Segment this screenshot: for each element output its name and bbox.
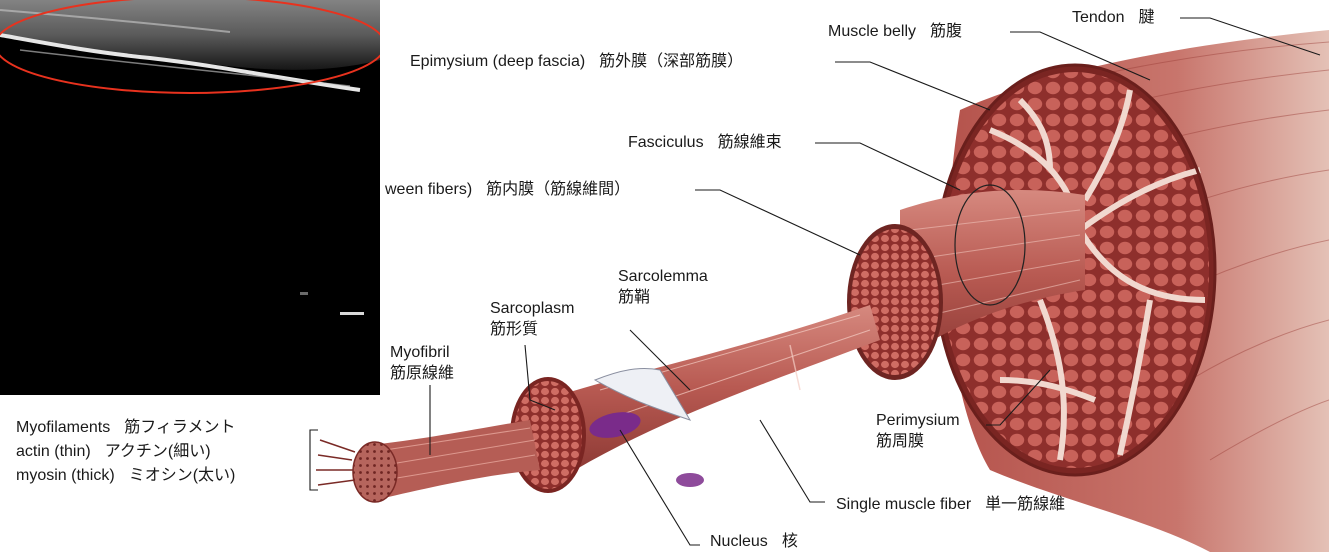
myofibril-cross-section	[353, 442, 397, 502]
label-tendon-jp: 腱	[1139, 9, 1155, 26]
label-epimysium: Epimysium (deep fascia) 筋外膜（深部筋膜）	[410, 52, 743, 72]
label-sarcoplasm-jp: 筋形質	[490, 319, 574, 340]
label-tendon-en: Tendon	[1072, 9, 1125, 26]
label-actin-jp: アクチン(細い)	[105, 443, 211, 460]
label-muscle-belly-jp: 筋腹	[930, 23, 962, 40]
label-single-fiber-en: Single muscle fiber	[836, 496, 971, 513]
label-perimysium-en: Perimysium	[876, 410, 960, 431]
label-myofibril: Myofibril 筋原線維	[390, 342, 454, 384]
label-nucleus-en: Nucleus	[710, 533, 768, 550]
label-myosin-jp: ミオシン(太い)	[129, 467, 236, 484]
label-fasciculus-jp: 筋線維束	[718, 134, 782, 151]
label-myofilaments: Myofilaments 筋フィラメント	[16, 418, 235, 438]
label-myosin-en: myosin (thick)	[16, 467, 115, 484]
label-nucleus-jp: 核	[782, 533, 798, 550]
label-actin-en: actin (thin)	[16, 443, 91, 460]
label-single-fiber-jp: 単一筋線維	[985, 496, 1065, 513]
label-myofilaments-en: Myofilaments	[16, 419, 110, 436]
label-sarcoplasm-en: Sarcoplasm	[490, 298, 574, 319]
label-myofibril-jp: 筋原線維	[390, 363, 454, 384]
label-fasciculus: Fasciculus 筋線維束	[628, 133, 782, 153]
label-sarcolemma: Sarcolemma 筋鞘	[618, 266, 708, 308]
label-sarcoplasm: Sarcoplasm 筋形質	[490, 298, 574, 340]
label-muscle-belly: Muscle belly 筋腹	[828, 22, 962, 42]
label-single-fiber: Single muscle fiber 単一筋線維	[836, 495, 1065, 515]
label-endomysium-jp: 筋内膜（筋線維間）	[486, 181, 630, 198]
label-sarcolemma-en: Sarcolemma	[618, 266, 708, 287]
label-myosin: myosin (thick) ミオシン(太い)	[16, 466, 235, 486]
label-muscle-belly-en: Muscle belly	[828, 23, 916, 40]
label-perimysium: Perimysium 筋周膜	[876, 410, 960, 452]
label-tendon: Tendon 腱	[1072, 8, 1155, 28]
label-endomysium-en: ween fibers)	[385, 181, 472, 198]
label-nucleus: Nucleus 核	[710, 532, 798, 552]
label-fasciculus-en: Fasciculus	[628, 134, 704, 151]
label-myofibril-en: Myofibril	[390, 342, 454, 363]
label-perimysium-jp: 筋周膜	[876, 431, 960, 452]
label-sarcolemma-jp: 筋鞘	[618, 287, 708, 308]
label-myofilaments-jp: 筋フィラメント	[124, 419, 235, 436]
label-endomysium: ween fibers) 筋内膜（筋線維間）	[385, 180, 630, 200]
label-actin: actin (thin) アクチン(細い)	[16, 442, 211, 462]
label-epimysium-en: Epimysium (deep fascia)	[410, 53, 585, 70]
label-epimysium-jp: 筋外膜（深部筋膜）	[599, 53, 743, 70]
